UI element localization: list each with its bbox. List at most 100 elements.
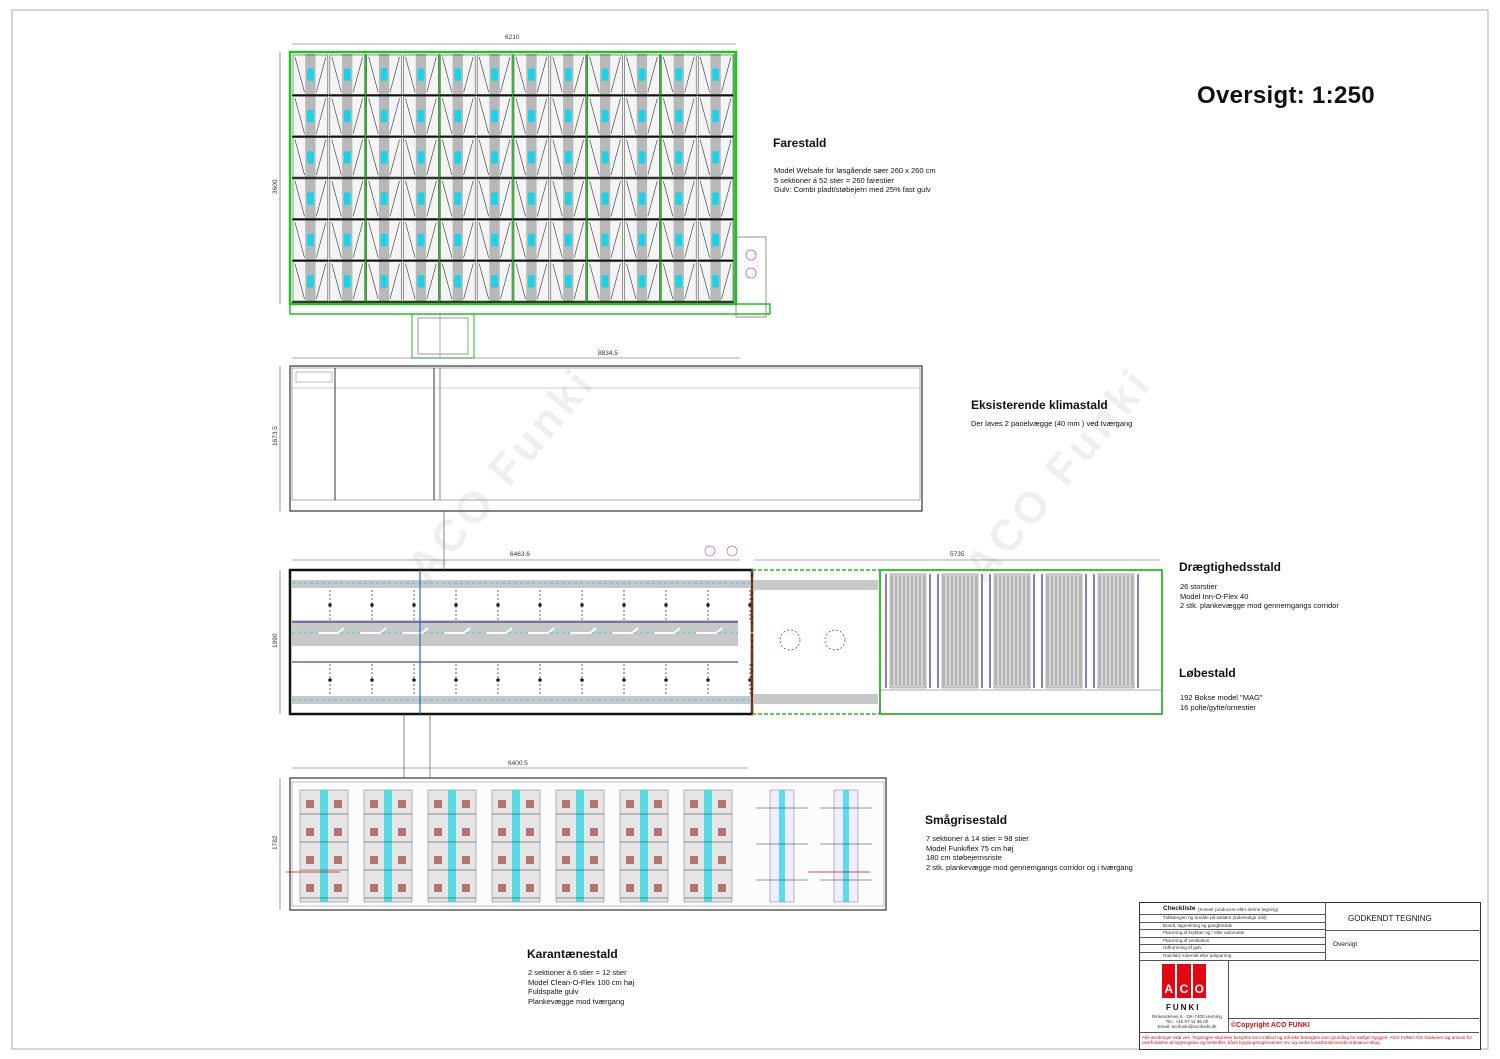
fare-crate: [610, 56, 621, 93]
fare-heat-pad: [491, 151, 498, 164]
walkway-arrow: [318, 627, 345, 634]
fare-heat-pad: [380, 68, 388, 81]
drinker: [538, 678, 542, 682]
fare-heat-pad: [491, 233, 498, 247]
feeder: [718, 828, 726, 836]
fare-crate: [463, 139, 474, 176]
fare-crate: [389, 263, 400, 300]
fare-pen: [624, 178, 660, 219]
fare-heat-pad: [601, 109, 609, 123]
fare-pen: [329, 137, 365, 178]
feeder: [398, 884, 406, 892]
fare-crate: [537, 56, 548, 93]
fare-heat-pad: [343, 68, 351, 81]
fare-pen: [403, 261, 439, 302]
fare-pen: [587, 178, 623, 219]
fare-heat-pad: [307, 192, 314, 205]
fare-pen: [587, 96, 623, 136]
fare-heat-pad: [638, 68, 646, 81]
feeder: [334, 884, 342, 892]
fare-heat-pad: [675, 275, 683, 288]
feeder: [654, 828, 662, 836]
fare-pen: [513, 54, 550, 95]
drinker: [454, 678, 458, 682]
feeder: [562, 884, 570, 892]
drinker: [454, 603, 458, 607]
fare-crate: [663, 139, 674, 176]
fare-crate: [331, 263, 342, 300]
draegtighed-title: Drægtighedsstald: [1179, 560, 1282, 574]
fare-pen: [550, 137, 586, 178]
feeder: [590, 884, 598, 892]
fare-pen: [550, 178, 586, 219]
fare-pen: [513, 178, 550, 219]
fare-crate: [500, 263, 511, 300]
fare-heat-pad: [528, 68, 535, 81]
fare-heat-pad: [528, 192, 535, 205]
fare-pen: [292, 96, 329, 136]
feeder: [718, 856, 726, 864]
feeder: [398, 856, 406, 864]
feeder: [462, 828, 470, 836]
fare-crate: [515, 56, 526, 93]
feeder: [398, 800, 406, 808]
feeder: [334, 800, 342, 808]
checklist-item: Udformning af gulv: [1163, 945, 1202, 951]
fare-crate: [368, 56, 379, 93]
fare-crate: [331, 56, 342, 93]
feeder: [498, 828, 506, 836]
fare-heat-pad: [564, 275, 572, 288]
fare-crate: [316, 263, 327, 300]
feeder: [654, 800, 662, 808]
fare-pen: [550, 261, 586, 302]
fare-heat-pad: [307, 275, 314, 288]
fare-heat-pad: [712, 192, 719, 205]
feeder: [306, 800, 314, 808]
feeder: [526, 884, 534, 892]
fare-heat-pad: [601, 151, 609, 164]
feeder: [462, 800, 470, 808]
copyright: ©Copyright ACO FUNKI: [1231, 1022, 1310, 1029]
fare-pen: [550, 220, 586, 260]
feeder: [526, 828, 534, 836]
feeder: [434, 828, 442, 836]
fare-crate: [352, 56, 363, 93]
fare-crate: [589, 222, 600, 258]
smagrise-title: Smågrisestald: [925, 813, 1008, 827]
fare-crate: [610, 263, 621, 300]
fare-crate: [663, 263, 674, 300]
fare-heat-pad: [343, 109, 351, 123]
fare-crate: [589, 98, 600, 134]
fare-crate: [589, 263, 600, 300]
feeder: [562, 828, 570, 836]
fare-crate: [352, 180, 363, 217]
page-title: Oversigt: 1:250: [1197, 82, 1375, 109]
fare-crate: [663, 98, 674, 134]
fare-heat-pad: [564, 233, 572, 247]
fare-heat-pad: [712, 109, 719, 123]
fare-pen: [366, 178, 402, 219]
feeder: [462, 856, 470, 864]
fare-pen: [292, 178, 329, 219]
fare-crate: [442, 139, 453, 176]
fare-crate: [478, 56, 489, 93]
fare-pen: [292, 137, 329, 178]
title-block-hline-3: [1139, 1032, 1479, 1033]
fare-heat-pad: [528, 109, 535, 123]
smagrise-desc: 7 sektioner á 14 stier = 98 stier Model …: [926, 834, 1133, 872]
fare-crate: [515, 180, 526, 217]
feeder: [370, 884, 378, 892]
page-border: [11, 9, 1489, 1050]
fare-heat-pad: [491, 192, 498, 205]
fare-crate: [316, 222, 327, 258]
fare-crate: [405, 98, 416, 134]
fare-pen: [440, 261, 476, 302]
fare-crate: [463, 222, 474, 258]
fare-heat-pad: [343, 192, 351, 205]
fare-pen: [440, 137, 476, 178]
fare-crate: [573, 98, 584, 134]
fare-crate: [699, 56, 710, 93]
checklist-divider: [1139, 952, 1325, 953]
fare-crate: [368, 263, 379, 300]
fare-crate: [552, 98, 563, 134]
